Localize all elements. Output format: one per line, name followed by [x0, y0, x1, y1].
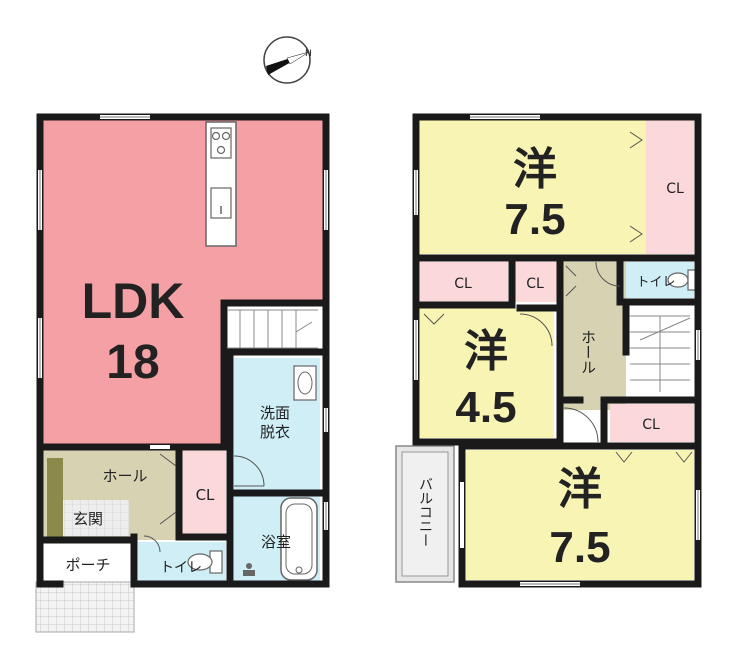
closet-1f-label: CL	[196, 486, 215, 504]
washroom-label-line1: 洗面	[260, 404, 290, 422]
room-b-size: 4.5	[455, 383, 516, 432]
floor-2: 洋 7.5 CL CL CL トイレ 洋 4.5 ホール バルコニー CL 洋 …	[395, 113, 702, 588]
compass: N	[263, 36, 312, 84]
washbasin-icon	[293, 365, 317, 401]
stove-icon	[210, 127, 232, 159]
toilet-1f-fixture-icon	[187, 550, 223, 574]
room-c-closet-label: CL	[642, 417, 660, 433]
ldk-label: LDK	[82, 273, 185, 329]
closet-mid-label: CL	[526, 276, 544, 292]
balcony-label: バルコニー	[417, 477, 433, 547]
toilet-1f-label: トイレ	[160, 560, 202, 576]
room-c	[466, 450, 694, 580]
room-a	[420, 120, 646, 254]
porch-area	[42, 546, 132, 582]
room-a-closet-label: CL	[666, 181, 684, 197]
window-frames-2f	[415, 116, 699, 585]
hall-1f-label: ホール	[102, 467, 147, 485]
stairs-1f	[226, 306, 321, 350]
room-b	[420, 308, 554, 438]
ldk-size: 18	[106, 336, 159, 389]
room-a-size: 7.5	[504, 195, 565, 244]
stairs-2f-steps	[630, 315, 691, 392]
washroom-label-line2: 脱衣	[260, 423, 290, 441]
hall-2f	[562, 262, 626, 410]
doors-1f	[143, 453, 265, 553]
porch-label: ポーチ	[65, 556, 110, 574]
bathtub-icon	[280, 497, 318, 581]
room-c-closet	[610, 404, 694, 442]
compass-ring	[263, 36, 311, 84]
sink-icon	[210, 187, 232, 219]
room-c-label: 洋	[558, 465, 602, 514]
toilet-2f-label: トイレ	[636, 275, 675, 290]
hall-2f-label: ホール	[579, 330, 597, 375]
closet-left-label: CL	[454, 276, 472, 292]
room-a-closet	[646, 120, 694, 254]
room-c-size: 7.5	[549, 523, 610, 572]
entrance-label: 玄関	[73, 510, 103, 528]
shoe-cabinet	[47, 458, 63, 538]
room-b-label: 洋	[464, 327, 508, 376]
closet-mid	[514, 262, 558, 302]
doors-2f	[423, 131, 693, 463]
stairs-1f-steps	[228, 309, 318, 349]
floor-1: LDK 18 洗面 脱衣 ホール CL 玄関 ポーチ トイレ 浴室	[35, 113, 330, 633]
closet-left	[420, 262, 508, 302]
porch-step	[35, 581, 135, 633]
entrance-room	[63, 500, 129, 536]
shower-icon	[243, 563, 255, 576]
toilet-2f-fixture-icon	[667, 269, 699, 291]
window-frames-1f	[39, 116, 327, 530]
bath-label: 浴室	[261, 533, 291, 551]
room-a-label: 洋	[513, 145, 557, 194]
compass-north-label: N	[305, 49, 312, 59]
closet-1f	[182, 450, 226, 534]
